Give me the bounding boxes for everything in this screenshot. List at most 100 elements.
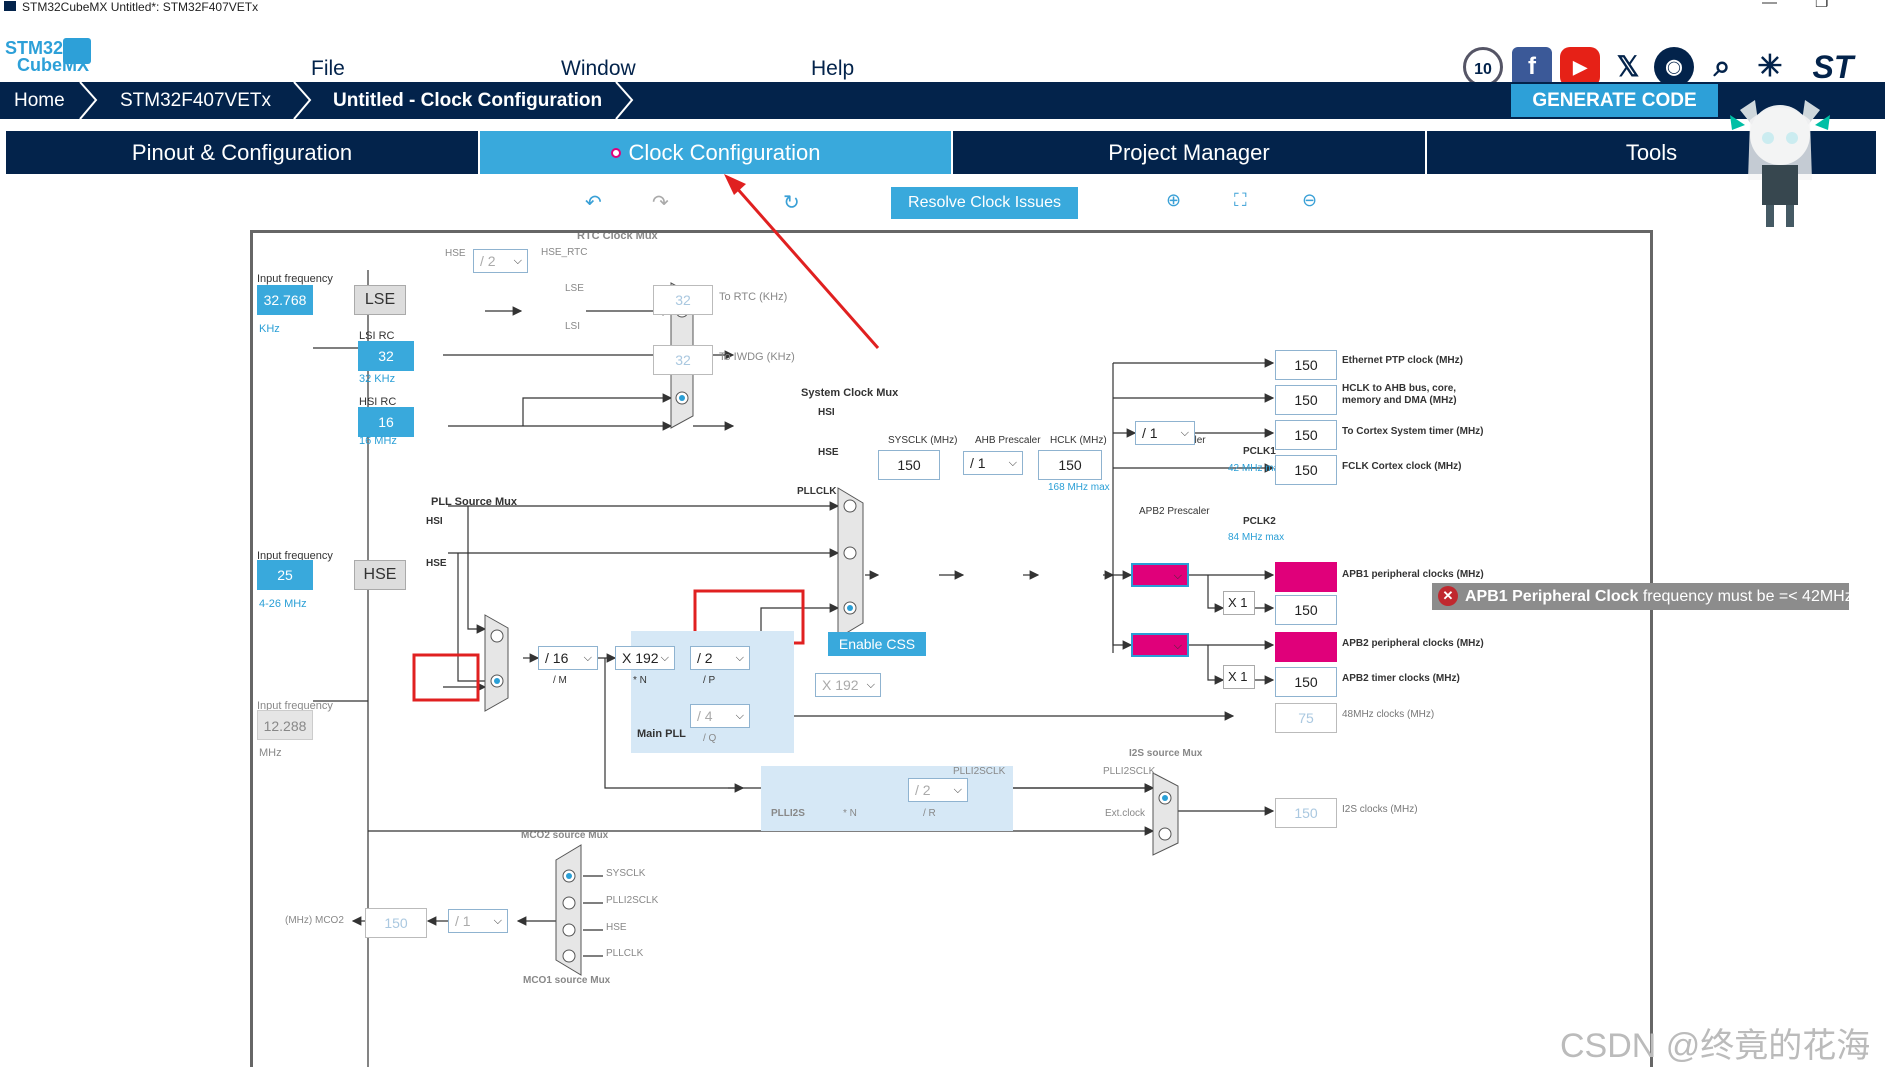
- plli2s-n-select[interactable]: X 192⌵: [815, 673, 881, 697]
- mco2-output[interactable]: 150: [365, 908, 427, 938]
- search-icon[interactable]: ⌕: [1702, 47, 1742, 87]
- window-title: STM32CubeMX Untitled*: STM32F407VETx: [22, 0, 259, 14]
- fclk-output[interactable]: 150: [1275, 455, 1337, 485]
- fit-screen-icon[interactable]: ⛶: [1234, 190, 1247, 210]
- zoom-in-icon[interactable]: ⊕: [1166, 190, 1182, 210]
- github-icon[interactable]: ◉: [1654, 47, 1694, 87]
- breadcrumb-home[interactable]: Home: [14, 90, 65, 111]
- anniversary-icon[interactable]: 10: [1463, 47, 1503, 87]
- enable-css-button[interactable]: Enable CSS: [828, 632, 926, 656]
- pclk2-max: 84 MHz max: [1228, 532, 1285, 543]
- pclk1-label: PCLK1: [1243, 446, 1276, 457]
- clock-tree-canvas: Input frequency 32.768 KHz LSE LSI RC 32…: [250, 230, 1653, 1067]
- plln-value: X 192: [622, 650, 659, 666]
- lse-block[interactable]: LSE: [354, 285, 406, 315]
- plli2s-r-label: / R: [923, 808, 936, 819]
- plli2s-label: PLLI2S: [771, 808, 805, 819]
- sysclk-value[interactable]: 150: [878, 450, 940, 480]
- i2s-mux-shape: [1152, 772, 1179, 856]
- tab-clock[interactable]: Clock Configuration: [480, 131, 953, 174]
- apb1-timer-output[interactable]: 150: [1275, 595, 1337, 625]
- ethernet-ptp-output[interactable]: 150: [1275, 350, 1337, 380]
- cortex-timer-output[interactable]: 150: [1275, 420, 1337, 450]
- apb2-timer-label: APB2 timer clocks (MHz): [1342, 673, 1460, 684]
- undo-icon[interactable]: ↶: [585, 192, 602, 214]
- sys-pllclk-label: PLLCLK: [797, 486, 837, 497]
- apb1-peripheral-output[interactable]: 150: [1275, 562, 1337, 592]
- lse-frequency-input[interactable]: 32.768: [257, 285, 313, 315]
- m-label: / M: [553, 675, 567, 686]
- lsi-frequency: 32: [358, 341, 414, 371]
- generate-code-button[interactable]: GENERATE CODE: [1511, 84, 1718, 117]
- breadcrumb-mcu[interactable]: STM32F407VETx: [120, 90, 271, 111]
- facebook-icon[interactable]: f: [1512, 47, 1552, 87]
- pllm-select[interactable]: / 16⌵: [538, 646, 598, 670]
- i2s-output[interactable]: 150: [1275, 798, 1337, 828]
- x-icon[interactable]: 𝕏: [1608, 47, 1648, 87]
- redo-icon[interactable]: ↷: [652, 192, 669, 214]
- usb-48mhz-output[interactable]: 75: [1275, 703, 1337, 733]
- hclk-max: 168 MHz max: [1048, 482, 1110, 493]
- plli2s-r-select[interactable]: / 2⌵: [908, 778, 968, 802]
- resolve-clock-issues-button[interactable]: Resolve Clock Issues: [891, 187, 1078, 219]
- ethernet-ptp-label: Ethernet PTP clock (MHz): [1342, 355, 1463, 366]
- mco-opt-plli2sclk: PLLI2SCLK: [606, 895, 659, 906]
- apb2-peripheral-label: APB2 peripheral clocks (MHz): [1342, 638, 1484, 649]
- apb2-timer-output[interactable]: 150: [1275, 667, 1337, 697]
- minimize-icon[interactable]: —: [1762, 0, 1777, 11]
- chevron-right-icon: [293, 82, 312, 119]
- error-subject: APB1 Peripheral Clock: [1465, 588, 1639, 605]
- annotation-box-hse: [412, 653, 480, 702]
- refresh-icon[interactable]: ↻: [783, 192, 800, 214]
- lse-input-label: Input frequency: [257, 273, 333, 285]
- hse-frequency-input[interactable]: 25: [257, 560, 313, 590]
- hse-block[interactable]: HSE: [354, 560, 406, 590]
- main-tabs: Pinout & Configuration Clock Configurati…: [6, 131, 1876, 174]
- mco2-div-value: / 1: [455, 913, 471, 929]
- chevron-down-icon: ⌵: [735, 652, 744, 664]
- rtc-hse-divider[interactable]: / 2⌵: [473, 249, 528, 273]
- tab-project[interactable]: Project Manager: [953, 131, 1427, 174]
- hclk-ahb-label: HCLK to AHB bus, core,: [1342, 383, 1457, 394]
- menu-window[interactable]: Window: [561, 57, 636, 80]
- menu-file[interactable]: File: [311, 57, 345, 80]
- ahb-prescaler-select[interactable]: / 1⌵: [963, 451, 1023, 475]
- p-label: / P: [703, 675, 716, 686]
- lsi-unit: 32 KHz: [359, 373, 396, 385]
- hse-input-label: Input frequency: [257, 550, 333, 562]
- i2s-input-label: Input frequency: [257, 700, 333, 712]
- chevron-down-icon: ⌵: [660, 652, 669, 664]
- pllq-select[interactable]: / 4⌵: [690, 704, 750, 728]
- chevron-down-icon: ⌵: [513, 255, 522, 267]
- hsi-unit: 16 MHz: [359, 435, 397, 447]
- apb2-prescaler-select[interactable]: / 1⌵: [1131, 633, 1189, 657]
- tab-tools[interactable]: Tools: [1625, 140, 1678, 165]
- network-icon[interactable]: ✳: [1750, 47, 1790, 87]
- apb1-timer-multiplier: X 1: [1223, 591, 1255, 615]
- pclk1-max: 42 MHz max: [1228, 463, 1285, 474]
- plln-select[interactable]: X 192⌵: [615, 646, 675, 670]
- menu-help[interactable]: Help: [811, 57, 855, 80]
- breadcrumb-project[interactable]: Untitled - Clock Configuration: [333, 90, 603, 111]
- watermark: CSDN @终竟的花海: [1560, 1027, 1871, 1065]
- hclk-input[interactable]: 150: [1038, 450, 1102, 480]
- youtube-icon[interactable]: ▶: [1560, 47, 1600, 87]
- plli2s-region: [761, 766, 1013, 831]
- cortex-timer-divider[interactable]: / 1⌵: [1135, 421, 1195, 445]
- hclk-label: HCLK (MHz): [1050, 435, 1107, 446]
- lsi-rc-label: LSI RC: [359, 330, 395, 342]
- apb2-peripheral-output[interactable]: 150: [1275, 632, 1337, 662]
- hclk-ahb-label-line2: memory and DMA (MHz): [1342, 395, 1457, 406]
- mco2-divider-select[interactable]: / 1⌵: [448, 909, 508, 933]
- ahb-value: / 1: [970, 455, 986, 471]
- apb1-prescaler-select[interactable]: / 1⌵: [1131, 563, 1189, 587]
- cube-icon: [63, 38, 91, 64]
- hclk-ahb-output[interactable]: 150: [1275, 385, 1337, 415]
- pllp-select[interactable]: / 2⌵: [690, 646, 750, 670]
- maximize-icon[interactable]: ❐: [1815, 0, 1829, 11]
- tab-pinout[interactable]: Pinout & Configuration: [6, 131, 480, 174]
- i2s-ext-frequency-input[interactable]: 12.288: [257, 710, 313, 740]
- zoom-out-icon[interactable]: ⊖: [1302, 190, 1318, 210]
- mco2-mux-label: MCO2 source Mux: [521, 830, 609, 841]
- st-logo-icon[interactable]: ST: [1797, 47, 1869, 87]
